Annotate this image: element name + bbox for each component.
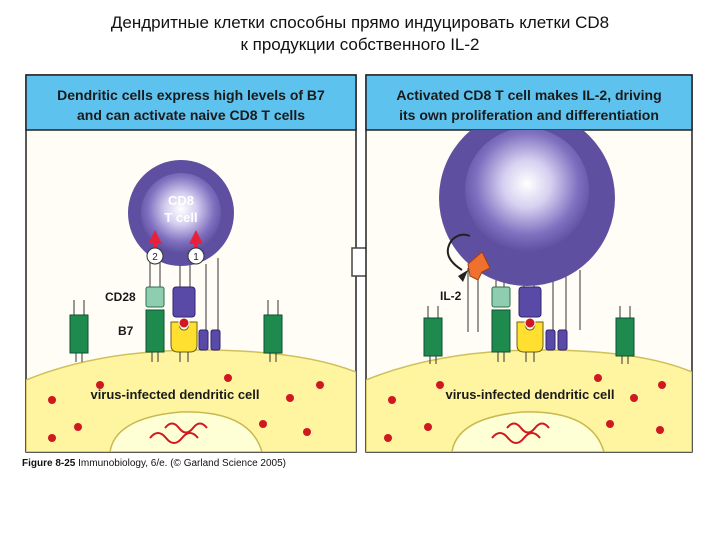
left-header-line-1: Dendritic cells express high levels of B… <box>57 87 325 103</box>
left-receptor-green-2 <box>263 300 283 362</box>
right-receptor-green-1 <box>423 306 443 364</box>
left-mhc <box>170 321 198 353</box>
left-cd8-block <box>198 329 209 351</box>
left-virus-dot <box>224 374 232 382</box>
left-viral-rna-2 <box>164 422 208 434</box>
left-dc-label: virus-infected dendritic cell <box>90 387 259 402</box>
slide-title-line-2: к продукции собственного IL-2 <box>240 35 480 54</box>
left-b7 <box>145 309 165 353</box>
left-virus-dot <box>48 396 56 404</box>
right-virus-dot <box>630 394 638 402</box>
left-virus-dot <box>316 381 324 389</box>
signal-2-badge <box>146 247 164 265</box>
left-virus-dot <box>303 428 311 436</box>
left-t-cell-cytoplasm <box>141 173 221 253</box>
figure-source: Immunobiology, 6/e. (© Garland Science 2… <box>78 458 286 469</box>
il2-arrowhead-icon <box>458 270 468 282</box>
left-cell-label-1: CD8 <box>168 193 194 208</box>
right-cd28 <box>491 286 511 308</box>
right-virus-dot <box>436 381 444 389</box>
right-panel: Activated CD8 T cell makes IL-2, driving… <box>365 74 693 453</box>
left-virus-dot <box>96 381 104 389</box>
slide-title: Дендритные клетки способны прямо индуцир… <box>0 12 720 56</box>
left-header-box <box>25 74 357 131</box>
right-b7 <box>491 309 511 353</box>
left-virus-dot <box>286 394 294 402</box>
right-header-line-1: Activated CD8 T cell makes IL-2, driving <box>396 87 661 103</box>
figure-number: Figure 8-25 <box>22 458 76 469</box>
signal-1-badge <box>187 247 205 265</box>
right-virus-dot <box>388 396 396 404</box>
right-t-cell-cytoplasm <box>465 130 589 252</box>
slide-title-line-1: Дендритные клетки способны прямо индуцир… <box>110 13 610 32</box>
il2-label: IL-2 <box>440 289 462 303</box>
left-virus-dot <box>48 434 56 442</box>
signal-2-label: 2 <box>152 252 158 263</box>
right-virus-dot <box>606 420 614 428</box>
right-viral-rna-1 <box>491 432 541 444</box>
figure-caption: Figure 8-25 Immunobiology, 6/e. (© Garla… <box>22 458 286 469</box>
left-tcr <box>172 286 196 318</box>
cd28-label: CD28 <box>105 290 136 304</box>
left-virus-dot <box>74 423 82 431</box>
right-virus-dot <box>384 434 392 442</box>
right-header-line-2: its own proliferation and differentiatio… <box>399 107 659 123</box>
left-panel: Dendritic cells express high levels of B… <box>25 74 357 453</box>
right-receptor-green-2 <box>615 306 635 364</box>
right-viral-rna-2 <box>506 422 550 434</box>
right-cd8-block <box>557 329 568 351</box>
il2-autocrine-arrow <box>446 233 471 271</box>
right-dc-label: virus-infected dendritic cell <box>445 387 614 402</box>
signal-arrow-2 <box>148 230 162 248</box>
left-cd8-block <box>210 329 221 351</box>
right-virus-dot <box>594 374 602 382</box>
right-peptide <box>524 317 536 329</box>
b7-label: B7 <box>118 324 134 338</box>
left-cell-label-2: T cell <box>164 210 197 225</box>
right-virus-dot <box>424 423 432 431</box>
left-viral-rna-1 <box>149 432 199 444</box>
left-peptide <box>178 317 190 329</box>
right-mhc <box>516 321 544 353</box>
left-virus-dot <box>259 420 267 428</box>
signal-arrow-1 <box>189 230 203 248</box>
right-cd8-block <box>545 329 556 351</box>
right-header-box <box>365 74 693 131</box>
left-receptor-green-1 <box>69 300 89 362</box>
right-virus-dot <box>658 381 666 389</box>
left-cd28 <box>145 286 165 308</box>
right-virus-dot <box>656 426 664 434</box>
left-header-line-2: and can activate naive CD8 T cells <box>77 107 305 123</box>
right-tcr <box>518 286 542 318</box>
signal-1-label: 1 <box>193 252 199 263</box>
il2-molecule-icon <box>467 251 491 281</box>
